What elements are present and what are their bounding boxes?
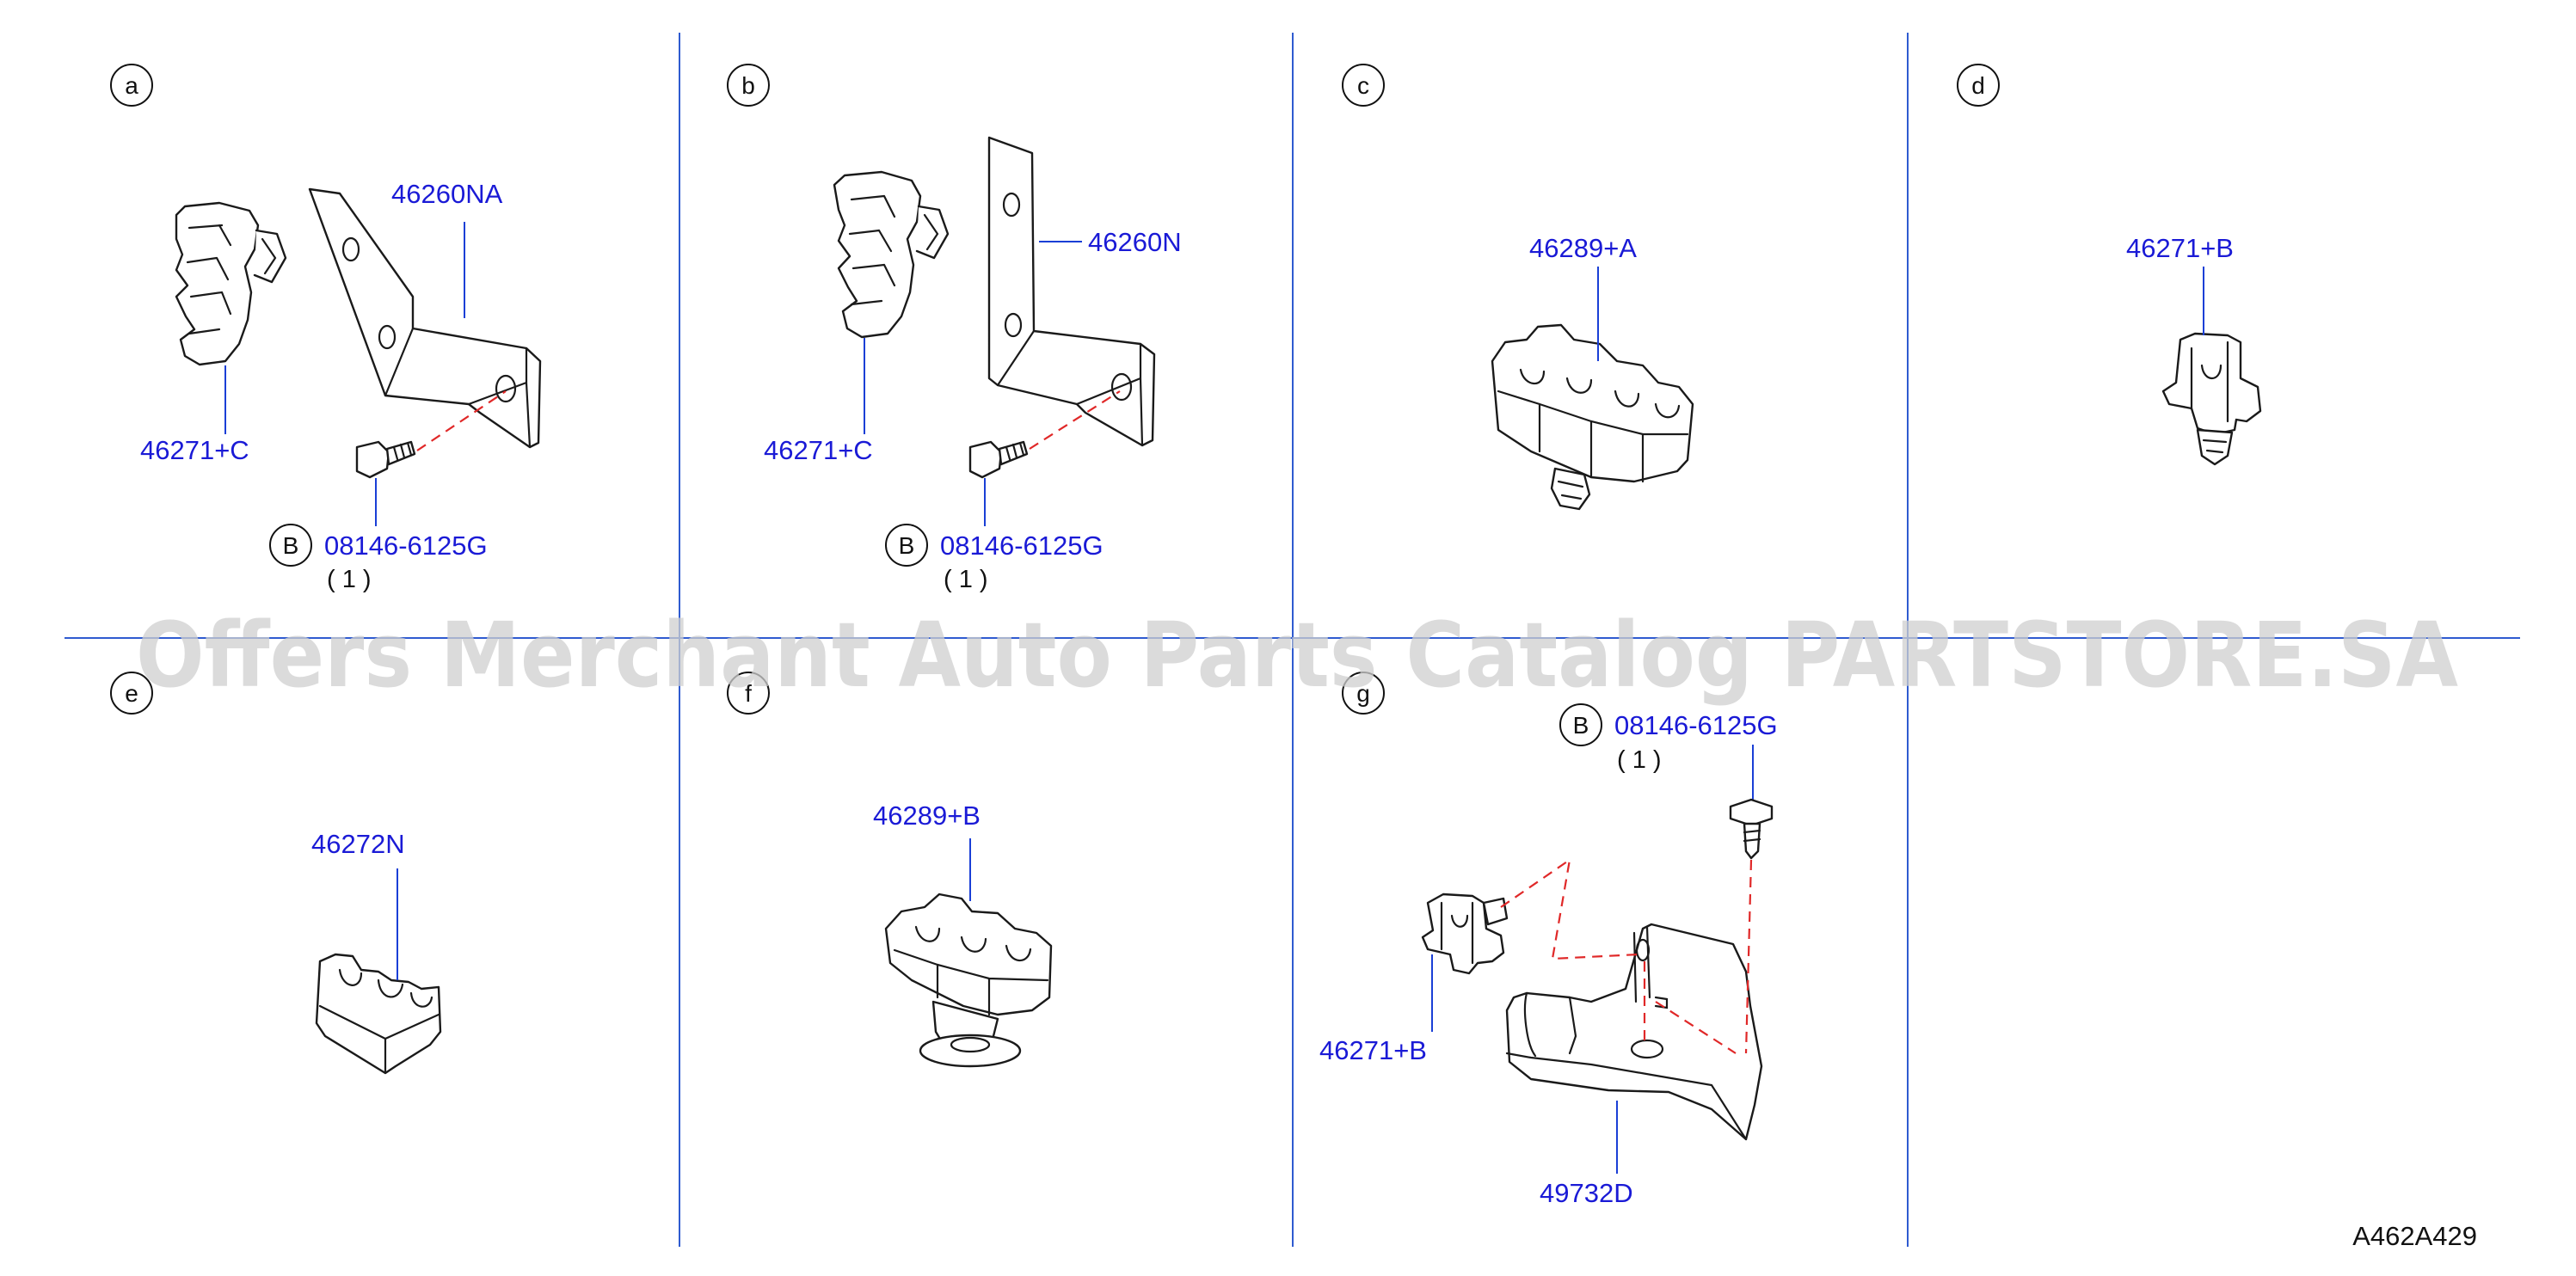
panel-a-letter: a	[125, 72, 138, 99]
panel-f-marker	[727, 672, 770, 715]
bolt-g	[1729, 798, 1774, 860]
panel-d-letter: d	[1971, 72, 1985, 99]
clip-46272n	[315, 953, 442, 1075]
bolt-marker-a	[269, 524, 312, 567]
label-46271b-d: 46271+B	[2126, 233, 2234, 263]
guide-g-bolt	[1744, 859, 1753, 1054]
protector-49732d	[1505, 923, 1763, 1141]
diagram-reference: A462A429	[2352, 1221, 2477, 1251]
panel-f: f 46289+B	[727, 672, 1053, 1068]
bolt-marker-g-text: B	[1573, 712, 1589, 739]
panel-c-letter: c	[1357, 72, 1369, 99]
label-49732d: 49732D	[1540, 1178, 1633, 1208]
bolt-a	[355, 440, 416, 479]
qty-b: ( 1 )	[944, 566, 988, 593]
clip-46271c-a	[175, 201, 287, 366]
bolt-marker-g	[1559, 703, 1602, 746]
panel-b-letter: b	[741, 72, 755, 99]
panel-d-marker	[1957, 64, 2000, 107]
label-46289b: 46289+B	[873, 801, 981, 831]
panel-g-marker	[1342, 672, 1385, 715]
panel-g-letter: g	[1356, 680, 1370, 707]
panel-e-letter: e	[125, 680, 138, 707]
bracket-46260na	[308, 187, 542, 449]
label-08146-b: 08146-6125G	[940, 531, 1104, 561]
label-46289a: 46289+A	[1529, 233, 1637, 263]
bolt-marker-b	[885, 524, 928, 567]
panel-e-marker	[110, 672, 153, 715]
label-08146-g: 08146-6125G	[1614, 710, 1778, 740]
bracket-46260n	[987, 136, 1156, 447]
bolt-marker-a-text: B	[283, 532, 299, 559]
clip-46289a	[1491, 323, 1694, 511]
panel-a-marker	[110, 64, 153, 107]
panel-f-letter: f	[745, 680, 752, 707]
panel-c-marker	[1342, 64, 1385, 107]
qty-a: ( 1 )	[327, 566, 372, 593]
panel-e: e 46272N	[110, 672, 442, 1075]
panel-c: c 46289+A	[1342, 64, 1694, 511]
guide-b	[1029, 390, 1121, 450]
guide-g-stud	[1643, 961, 1737, 1054]
label-46260na: 46260NA	[391, 179, 503, 209]
watermark: Offers Merchant Auto Parts Catalog PARTS…	[136, 603, 2458, 708]
panel-dividers	[65, 33, 2520, 1247]
clip-46271b-d	[2161, 332, 2262, 466]
panel-b-marker	[727, 64, 770, 107]
panel-d: d 46271+B	[1957, 64, 2262, 466]
bolt-marker-b-text: B	[899, 532, 915, 559]
guide-g-clip	[1500, 857, 1639, 960]
panel-a: a 46271+C 46260NA B 08146-6	[110, 64, 542, 593]
label-46271c-a: 46271+C	[140, 435, 249, 465]
label-46271c-b: 46271+C	[764, 435, 873, 465]
label-08146-a: 08146-6125G	[324, 531, 488, 561]
clip-46271c-b	[833, 170, 950, 339]
guide-a	[416, 390, 507, 451]
label-46272n: 46272N	[311, 829, 405, 859]
panel-b: b 46271+C 46260N B 08146-6125G ( 1 )	[727, 64, 1182, 593]
label-46271b-g: 46271+B	[1319, 1035, 1427, 1065]
bolt-b	[968, 440, 1029, 479]
qty-g: ( 1 )	[1617, 746, 1662, 774]
label-46260n: 46260N	[1088, 227, 1182, 257]
clip-46271b-g	[1421, 893, 1509, 975]
clip-46289b	[884, 893, 1053, 1068]
panel-g: g B 08146-6125G ( 1 ) 46271+B 49732D	[1319, 672, 1778, 1208]
